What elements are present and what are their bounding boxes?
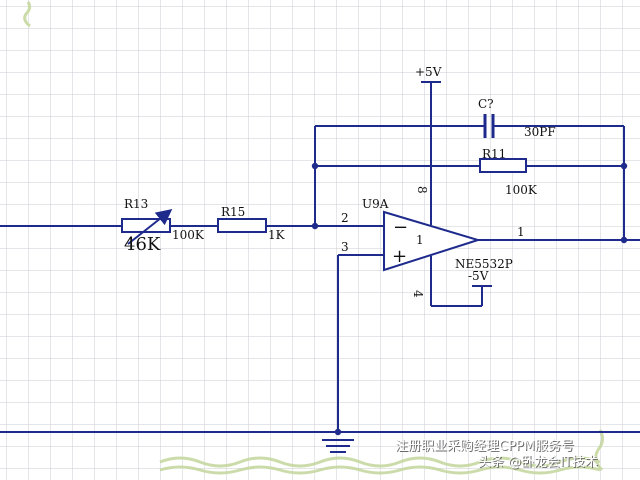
junction-dots bbox=[311, 162, 628, 436]
r13-ref-label: R13 bbox=[124, 197, 148, 211]
opamp-part-label: NE5532P bbox=[455, 257, 513, 271]
decorative-border bbox=[23, 1, 605, 475]
r15-value-label: 1K bbox=[268, 228, 286, 242]
opamp-unit-label: 1 bbox=[416, 233, 424, 247]
r13-value-label: 100K bbox=[172, 228, 205, 242]
watermark-line1-shadow: 注册职业采购经理CPPM服务号 bbox=[396, 439, 575, 455]
pin-8-label: 8 bbox=[415, 186, 429, 194]
resistor-r15 bbox=[217, 218, 267, 233]
watermark-line1: 注册职业采购经理CPPM服务号 bbox=[395, 438, 574, 454]
opamp-plus-symbol: + bbox=[392, 246, 407, 267]
watermark: 注册职业采购经理CPPM服务号 注册职业采购经理CPPM服务号 头条 @卧龙会I… bbox=[395, 438, 599, 471]
junction-dot bbox=[311, 222, 319, 230]
pin-2-label: 2 bbox=[341, 211, 349, 225]
power-positive-label: +5V bbox=[415, 65, 442, 79]
resistor-r11 bbox=[479, 158, 527, 173]
variable-arrow-icon bbox=[127, 209, 173, 245]
junction-dot bbox=[620, 236, 628, 244]
r11-ref-label: R11 bbox=[482, 147, 506, 161]
watermark-line2-shadow: 头条 @卧龙会IT技术 bbox=[479, 455, 599, 471]
resistor-r13 bbox=[121, 209, 173, 245]
opamp-u9a: − + 1 bbox=[383, 210, 482, 272]
junction-dot bbox=[311, 162, 319, 170]
ground-symbol bbox=[322, 439, 354, 453]
r13-setting-label: 46K bbox=[124, 234, 161, 255]
junction-dot bbox=[620, 162, 628, 170]
junction-dot bbox=[334, 428, 342, 436]
pin-4-label: 4 bbox=[411, 290, 425, 298]
watermark-line2: 头条 @卧龙会IT技术 bbox=[478, 454, 598, 470]
power-negative-label: -5V bbox=[468, 269, 489, 283]
r11-value-label: 100K bbox=[505, 183, 538, 197]
pin-3-label: 3 bbox=[341, 240, 349, 254]
capacitor-value-label: 30PF bbox=[524, 125, 556, 139]
capacitor-ref-label: C? bbox=[478, 97, 494, 111]
capacitor-c bbox=[483, 114, 495, 138]
opamp-minus-symbol: − bbox=[393, 217, 408, 238]
opamp-ref-label: U9A bbox=[362, 197, 389, 211]
wires bbox=[0, 81, 640, 433]
pin-1-label: 1 bbox=[517, 225, 525, 239]
r15-ref-label: R15 bbox=[221, 205, 245, 219]
